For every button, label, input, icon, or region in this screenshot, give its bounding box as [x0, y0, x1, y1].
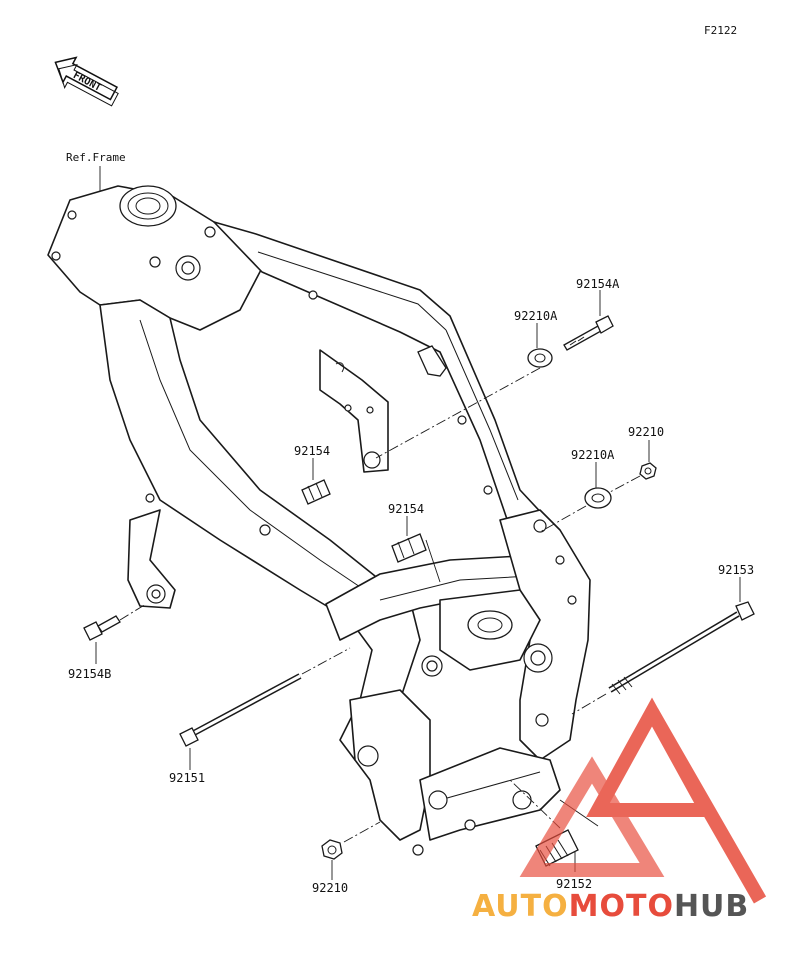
- front-arrow-icon: FRONT: [54, 56, 119, 107]
- label-92154B: 92154B: [68, 667, 111, 681]
- bolt-92154B[interactable]: [83, 615, 121, 641]
- ref-frame-label: Ref.Frame: [66, 151, 126, 164]
- watermark-part2: MOTO: [569, 889, 674, 924]
- watermark-part1: AUTO: [472, 889, 569, 924]
- axis-mid-right: [609, 475, 641, 493]
- axis-92210-bottom: [343, 821, 381, 843]
- label-92154A: 92154A: [576, 277, 620, 291]
- bolt-92154-mid[interactable]: [391, 533, 427, 563]
- watermark-part3: HUB: [674, 889, 749, 924]
- label-92154-mid: 92154: [388, 502, 424, 516]
- label-92210A-top: 92210A: [514, 309, 558, 323]
- axis-92153: [571, 693, 607, 715]
- axis-92154B: [119, 603, 147, 621]
- watermark-text: AUTOMOTOHUB: [472, 889, 749, 924]
- nut-92210-bottom[interactable]: [321, 839, 343, 860]
- axis-92151: [301, 647, 351, 675]
- diagram-code: F2122: [704, 24, 737, 37]
- bolt-92154A[interactable]: [563, 315, 614, 351]
- label-92210A-mid: 92210A: [571, 448, 615, 462]
- axis-mid-left: [539, 505, 587, 533]
- svg-text:AUTOMOTOHUB: AUTOMOTOHUB: [472, 889, 749, 924]
- nut-92210A-top[interactable]: [527, 348, 553, 368]
- label-92152: 92152: [556, 877, 592, 891]
- leader-92154-mid-b: [425, 539, 441, 583]
- axis-upper: [375, 367, 541, 459]
- label-92210: 92210: [628, 425, 664, 439]
- bolt-92153[interactable]: [608, 601, 755, 695]
- label-92153: 92153: [718, 563, 754, 577]
- bolt-92151[interactable]: [179, 673, 302, 747]
- bolt-92154-upper[interactable]: [301, 479, 331, 505]
- nut-92210A-mid[interactable]: [584, 487, 612, 509]
- label-92151: 92151: [169, 771, 205, 785]
- label-92154-upper: 92154: [294, 444, 330, 458]
- label-92210-bottom: 92210: [312, 881, 348, 895]
- frame-drawing: [47, 185, 591, 856]
- nut-92210[interactable]: [639, 462, 657, 480]
- axis-92152: [509, 779, 561, 829]
- watermark-logo: [519, 697, 767, 904]
